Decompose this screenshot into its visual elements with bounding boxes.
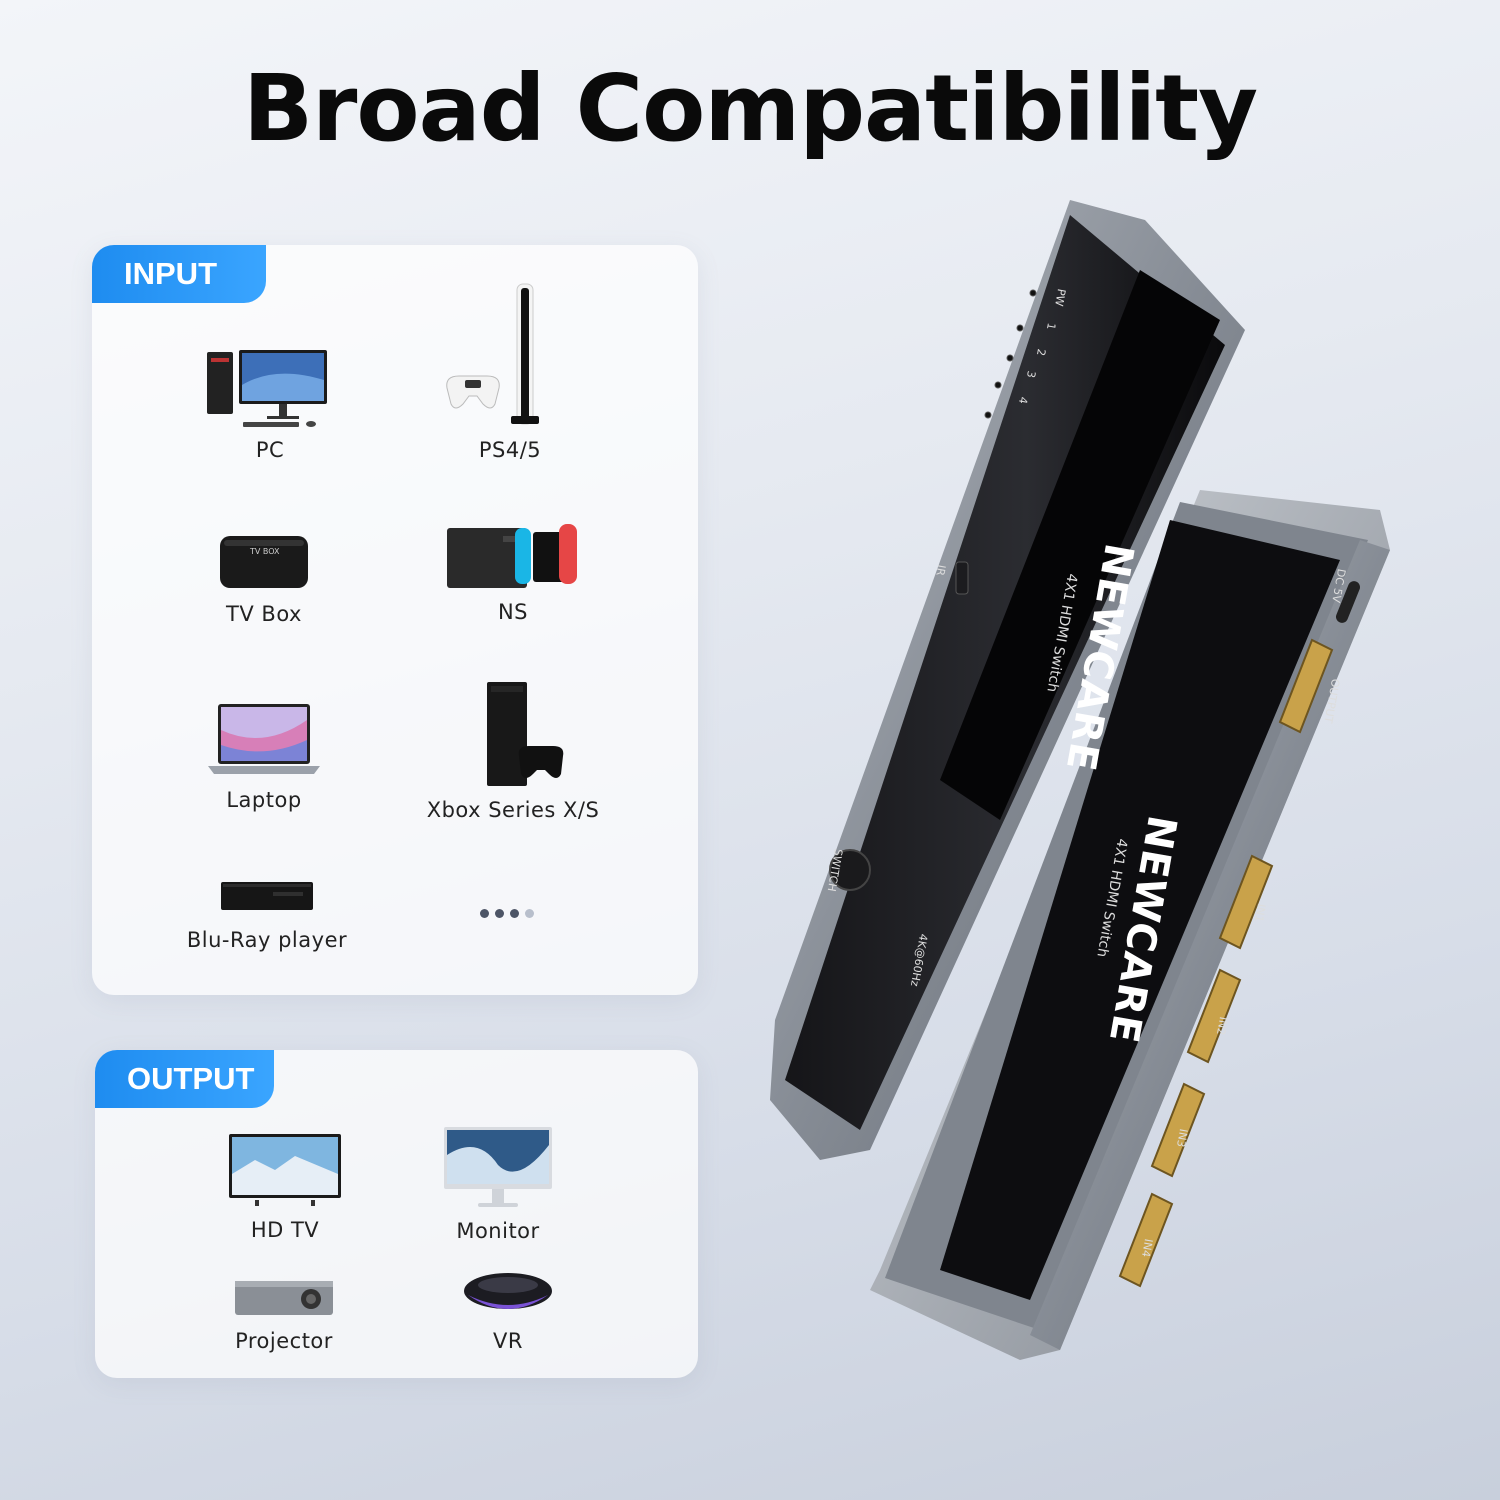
device-label: Blu-Ray player (186, 928, 348, 952)
page-title: Broad Compatibility (242, 55, 1258, 162)
pc-icon (207, 350, 327, 427)
more-devices-indicator (480, 905, 540, 923)
device-item-vr: VR (398, 1265, 618, 1353)
tvbox-text: TV BOX (249, 547, 280, 556)
switch-button (829, 849, 871, 891)
output-panel: OUTPUT (95, 1050, 698, 1378)
device-item-monitor: Monitor (388, 1125, 608, 1243)
status-leds (984, 289, 1037, 419)
hdmi-switch-illustration (770, 200, 1390, 1360)
device-label: Projector (235, 1329, 333, 1353)
device-label: Laptop (226, 788, 302, 812)
device-label: Monitor (456, 1219, 540, 1243)
input-panel: INPUT (92, 245, 698, 995)
playstation-icon (446, 283, 539, 425)
monitor-icon (444, 1127, 552, 1207)
switch-console-icon (447, 524, 577, 588)
tv-box-icon: TV BOX (220, 536, 308, 588)
device-item-ns: NS (403, 518, 623, 624)
device-item-laptop: Laptop (154, 700, 374, 812)
device-label: Xbox Series X/S (426, 798, 600, 822)
output-tag: OUTPUT (95, 1050, 274, 1108)
vr-headset-icon (464, 1273, 552, 1309)
xbox-icon (487, 682, 564, 786)
projector-icon (235, 1281, 333, 1315)
ir-label: IR (933, 563, 948, 577)
device-label: TV Box (226, 602, 302, 626)
front-unit (770, 200, 1245, 1160)
device-label: PS4/5 (478, 438, 542, 462)
device-label: NS (497, 600, 529, 624)
device-item-tvbox: TV BOX TV Box (154, 530, 374, 626)
laptop-icon (208, 704, 320, 774)
bluray-player-icon (221, 882, 313, 910)
device-item-pc: PC (160, 340, 380, 462)
device-item-ps: PS4/5 (400, 280, 620, 462)
rear-unit (870, 490, 1390, 1360)
device-label: PC (255, 438, 285, 462)
device-item-tv: HD TV (175, 1130, 395, 1242)
device-item-xbox: Xbox Series X/S (403, 678, 623, 822)
device-label: VR (493, 1329, 523, 1353)
tv-icon (229, 1134, 341, 1206)
hdmi-ports (1118, 638, 1334, 1288)
input-tag: INPUT (92, 245, 266, 303)
device-item-projector: Projector (174, 1275, 394, 1353)
device-label: HD TV (250, 1218, 320, 1242)
device-item-bluray: Blu-Ray player (157, 870, 377, 952)
